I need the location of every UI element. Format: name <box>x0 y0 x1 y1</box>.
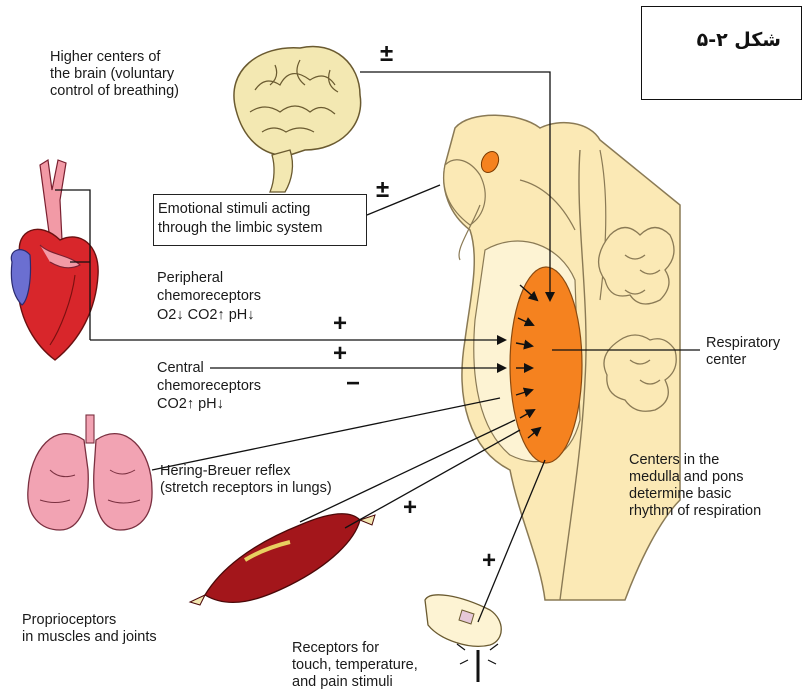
respiratory-center-label: Respiratory center <box>706 335 780 369</box>
figure-label-box: ۵-۲ شکل <box>641 6 802 100</box>
emotional-stimuli-line1: Emotional stimuli acting <box>158 201 310 218</box>
touch-sign: + <box>482 549 496 573</box>
proprioceptors-label: Proprioceptors in muscles and joints <box>22 612 157 646</box>
touch-receptors-label: Receptors for touch, temperature, and pa… <box>292 640 418 691</box>
figure-label: ۵-۲ شکل <box>697 29 781 51</box>
peripheral-sign: + <box>333 312 347 336</box>
peripheral-label-line2: chemoreceptors <box>157 288 261 305</box>
muscle-sign: + <box>403 496 417 520</box>
brain-illustration <box>234 46 361 192</box>
finger-illustration <box>425 595 501 682</box>
peripheral-label-line1: Peripheral <box>157 270 223 287</box>
emotional-stimuli-line2: through the limbic system <box>158 220 322 237</box>
hering-breuer-label: Hering-Breuer reflex (stretch receptors … <box>160 463 332 497</box>
central-sign: + <box>333 342 347 366</box>
lungs-illustration <box>28 415 152 530</box>
central-label-line3: CO2↑ pH↓ <box>157 396 224 413</box>
limbic-sign: ± <box>376 178 389 202</box>
lungs-sign: − <box>346 372 360 396</box>
peripheral-label-line3: O2↓ CO2↑ pH↓ <box>157 307 255 324</box>
higher-centers-label: Higher centers of the brain (voluntary c… <box>50 49 179 100</box>
central-label-line2: chemoreceptors <box>157 378 261 395</box>
higher-centers-sign: ± <box>380 42 393 66</box>
central-label-line1: Central <box>157 360 204 377</box>
respiratory-center-region <box>510 267 582 463</box>
medulla-pons-label: Centers in the medulla and pons determin… <box>629 452 761 520</box>
